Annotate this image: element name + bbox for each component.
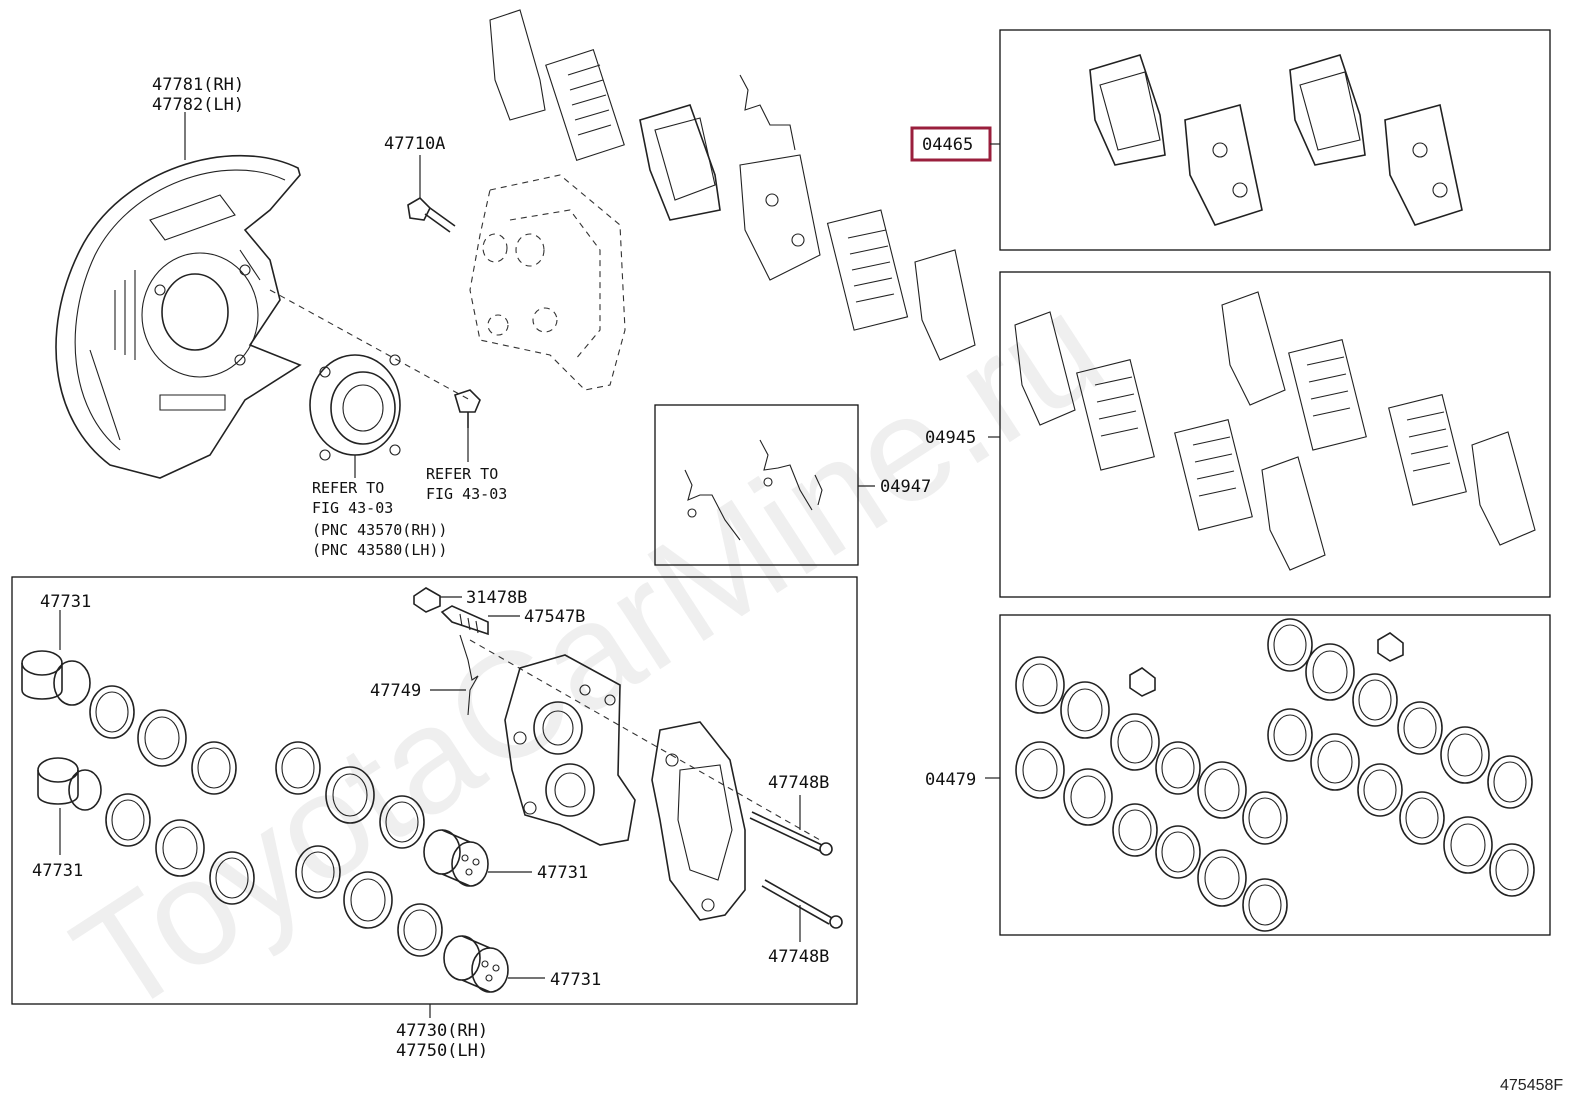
label-47749[interactable]: 47749 — [370, 681, 421, 701]
watermark: ToyotaCarMine.ru — [46, 261, 1130, 1047]
label-04479[interactable]: 04479 — [925, 770, 976, 790]
label-04945[interactable]: 04945 — [925, 428, 976, 448]
figure-code: 475458F — [1500, 1077, 1563, 1094]
label-piston-bl[interactable]: 47731 — [32, 861, 83, 881]
bleeder-screw[interactable] — [440, 605, 489, 636]
caliper-upper[interactable] — [469, 174, 626, 391]
axis-line — [269, 289, 471, 401]
hub-bolt[interactable] — [454, 389, 481, 428]
label-refer2-a: REFER TO — [426, 465, 498, 483]
seal-rings-left[interactable] — [89, 685, 255, 905]
label-04947[interactable]: 04947 — [880, 477, 931, 497]
guide-pin-2[interactable] — [761, 879, 843, 929]
box-04947 — [654, 404, 859, 566]
hub-bearing[interactable] — [309, 354, 401, 461]
caliper-body-outer[interactable] — [651, 721, 746, 921]
label-04465[interactable]: 04465 — [922, 135, 973, 155]
label-caliper-rh[interactable]: 47730(RH) — [396, 1021, 488, 1041]
label-refer1-b[interactable]: FIG 43-03 — [312, 499, 393, 517]
pad-kit-04465-parts[interactable] — [1089, 54, 1463, 226]
box-04945 — [999, 271, 1551, 598]
label-shield-rh[interactable]: 47781(RH) — [152, 75, 244, 95]
piston-middle-1[interactable] — [423, 829, 489, 887]
piston-middle-2[interactable] — [443, 935, 509, 993]
label-47547b[interactable]: 47547B — [524, 607, 585, 627]
label-31478b[interactable]: 31478B — [466, 588, 527, 608]
guide-pin-1[interactable] — [749, 811, 833, 856]
label-piston-m1[interactable]: 47731 — [537, 863, 588, 883]
label-refer1-c: (PNC 43570(RH)) — [312, 521, 447, 539]
clip-kit-04947-parts[interactable] — [684, 439, 823, 541]
label-refer2-b[interactable]: FIG 43-03 — [426, 485, 507, 503]
piston-top-left[interactable] — [21, 650, 91, 706]
label-caliper-lh[interactable]: 47750(LH) — [396, 1041, 488, 1061]
label-piston-m2[interactable]: 47731 — [550, 970, 601, 990]
box-caliper-assy — [11, 576, 858, 1005]
dust-shield[interactable] — [55, 154, 302, 479]
seal-rings-middle[interactable] — [275, 741, 443, 957]
axis-line-lower — [469, 639, 821, 841]
upper-shims-group[interactable] — [489, 9, 976, 361]
label-refer1-a: REFER TO — [312, 479, 384, 497]
label-47748b-1[interactable]: 47748B — [768, 773, 829, 793]
label-47710a[interactable]: 47710A — [384, 134, 445, 154]
pad-spring[interactable] — [459, 634, 479, 716]
seal-kit-04479-parts[interactable] — [1015, 618, 1535, 932]
bleeder-cap[interactable] — [413, 587, 441, 613]
caliper-body-inner[interactable] — [504, 654, 636, 846]
box-04479 — [999, 614, 1551, 936]
box-04465 — [999, 29, 1551, 251]
bolt-47710a[interactable] — [407, 196, 456, 233]
label-piston-tl[interactable]: 47731 — [40, 592, 91, 612]
label-shield-lh[interactable]: 47782(LH) — [152, 95, 244, 115]
shim-kit-04945-parts[interactable] — [1014, 291, 1536, 571]
label-47748b-2[interactable]: 47748B — [768, 947, 829, 967]
piston-bottom-left[interactable] — [37, 757, 102, 811]
label-refer1-d: (PNC 43580(LH)) — [312, 541, 447, 559]
